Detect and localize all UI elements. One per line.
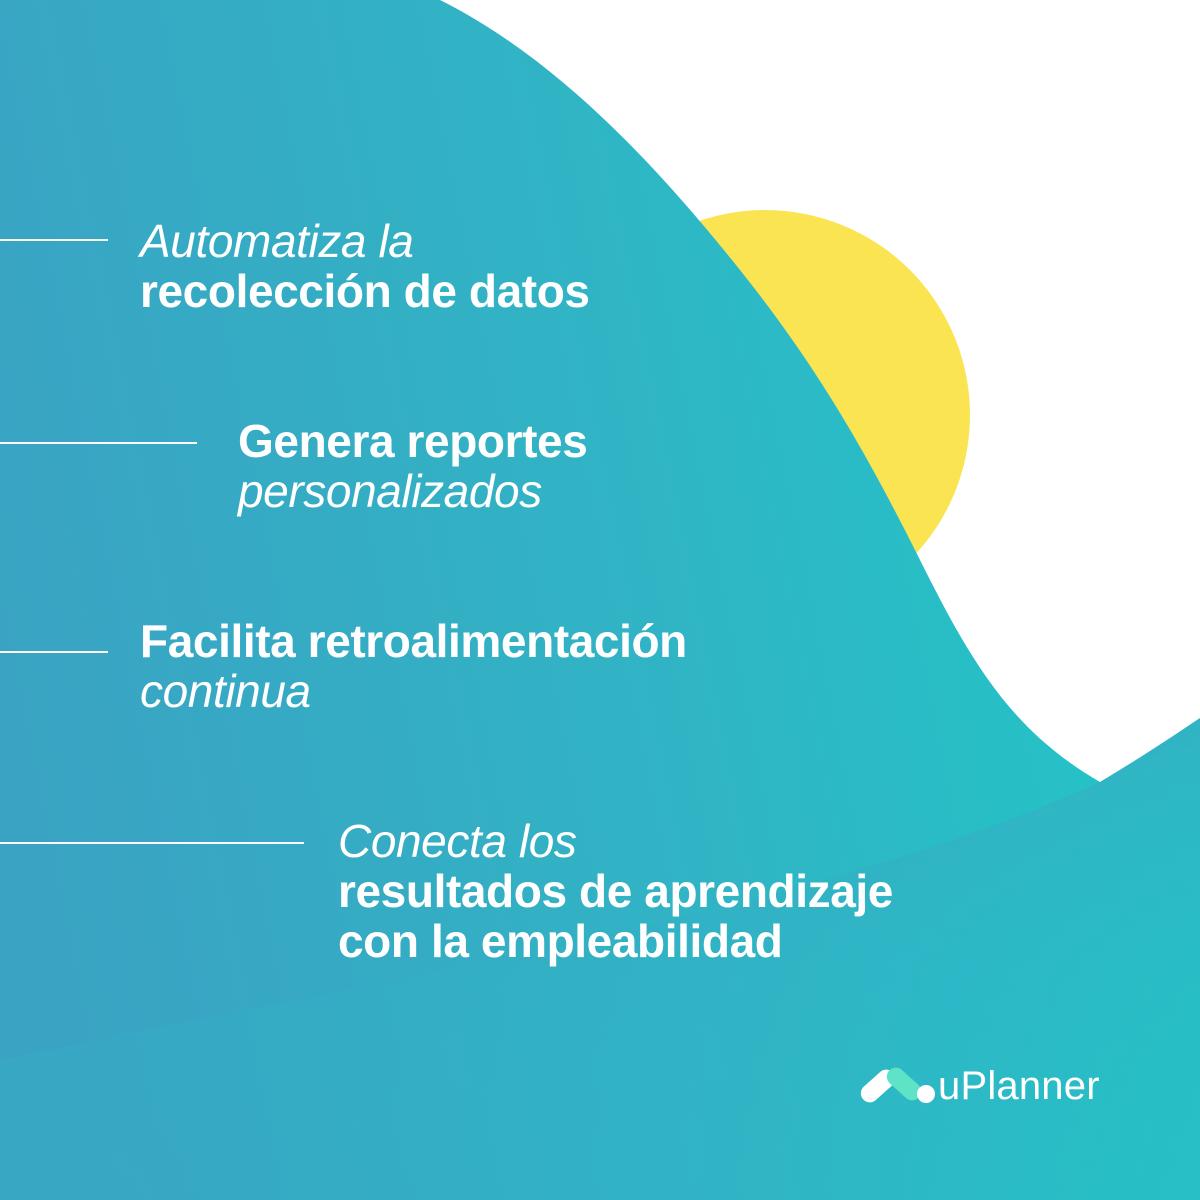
feature-3: Facilita retroalimentación continua bbox=[140, 616, 687, 716]
feature-2: Genera reportes personalizados bbox=[238, 415, 588, 517]
logo-pill-mint bbox=[886, 1067, 922, 1101]
feature-1: Automatiza la recolección de datos bbox=[140, 216, 590, 316]
divider-line-4 bbox=[0, 842, 304, 844]
feature-4-line-3: con la empleabilidad bbox=[338, 915, 783, 967]
feature-2-line-2: personalizados bbox=[238, 465, 542, 517]
divider-line-1 bbox=[0, 239, 108, 241]
feature-1-line-2: recolección de datos bbox=[140, 265, 590, 317]
logo-wordmark: uPlanner bbox=[938, 1064, 1100, 1108]
feature-4-line-2: resultados de aprendizaje bbox=[338, 865, 893, 917]
feature-2-line-1: Genera reportes bbox=[238, 415, 588, 467]
feature-3-line-2: continua bbox=[140, 665, 311, 717]
uplanner-logo-icon bbox=[860, 1067, 935, 1103]
divider-line-3 bbox=[0, 651, 108, 653]
divider-line-2 bbox=[0, 442, 197, 444]
feature-3-line-1: Facilita retroalimentación bbox=[140, 615, 687, 667]
logo-dot-white bbox=[917, 1085, 935, 1103]
feature-1-line-1: Automatiza la bbox=[140, 215, 414, 267]
uplanner-logo: uPlanner bbox=[856, 1060, 1106, 1112]
feature-4-line-1: Conecta los bbox=[338, 815, 577, 867]
feature-4: Conecta los resultados de aprendizaje co… bbox=[338, 816, 893, 966]
logo-pill-white bbox=[860, 1069, 896, 1103]
